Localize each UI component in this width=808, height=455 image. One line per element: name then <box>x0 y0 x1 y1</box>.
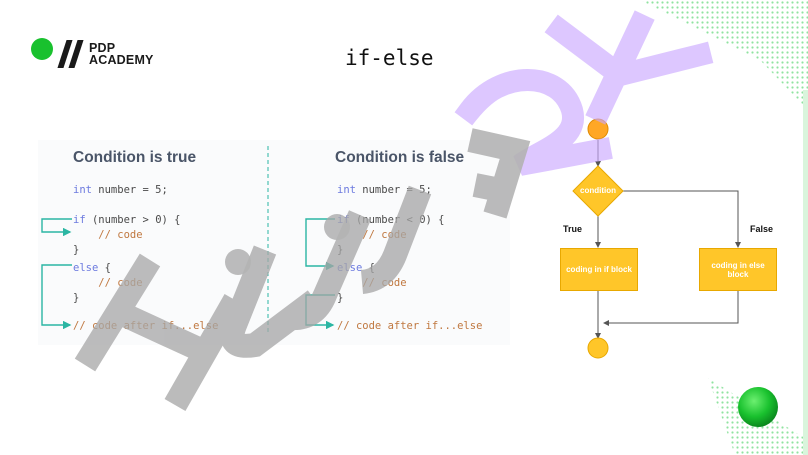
code-keyword: if <box>73 214 86 226</box>
code-line: int number = 5; <box>73 184 168 196</box>
brand-name-line2: ACADEMY <box>89 53 154 67</box>
code-line: if (number > 0) { <box>73 214 180 226</box>
flow-if-block-label: coding in if block <box>566 265 632 274</box>
code-text: number = 5; <box>91 184 168 196</box>
code-keyword: int <box>337 184 356 196</box>
code-text: } <box>73 244 80 256</box>
flow-start-node <box>587 118 609 140</box>
code-line: // code <box>73 229 143 241</box>
flow-condition-label: condition <box>580 186 616 195</box>
true-arrow-to-if-body <box>41 218 72 237</box>
panel-true-title: Condition is true <box>73 149 197 166</box>
brand-name-line1: PDP <box>89 41 116 55</box>
flow-false-branch <box>623 190 741 248</box>
right-edge-stripe <box>803 90 808 455</box>
dotted-pattern-top-right <box>640 0 808 110</box>
flow-false-label: False <box>750 224 774 234</box>
flow-else-block: coding in else block <box>699 248 777 291</box>
code-line: } <box>73 244 79 256</box>
code-keyword: int <box>73 184 92 196</box>
code-comment: // code <box>73 229 143 241</box>
flow-else-merge <box>603 290 739 326</box>
flow-end-node <box>587 337 609 359</box>
flow-else-block-label-line2: block <box>727 269 749 279</box>
code-text: (number > 0) { <box>85 214 181 226</box>
panel-false-title: Condition is false <box>335 149 465 166</box>
true-arrow-skip-else <box>41 264 72 330</box>
flow-true-label: True <box>563 224 583 234</box>
slide-title: if-else <box>345 46 434 70</box>
flow-condition-diamond <box>572 165 624 217</box>
flow-if-block: coding in if block <box>560 248 638 291</box>
brand-name: PDP ACADEMY <box>89 41 154 67</box>
brand-logo: PDP ACADEMY <box>31 38 153 68</box>
flow-else-block-label-line1: coding in else <box>711 260 765 270</box>
brand-dot-icon <box>31 38 53 60</box>
